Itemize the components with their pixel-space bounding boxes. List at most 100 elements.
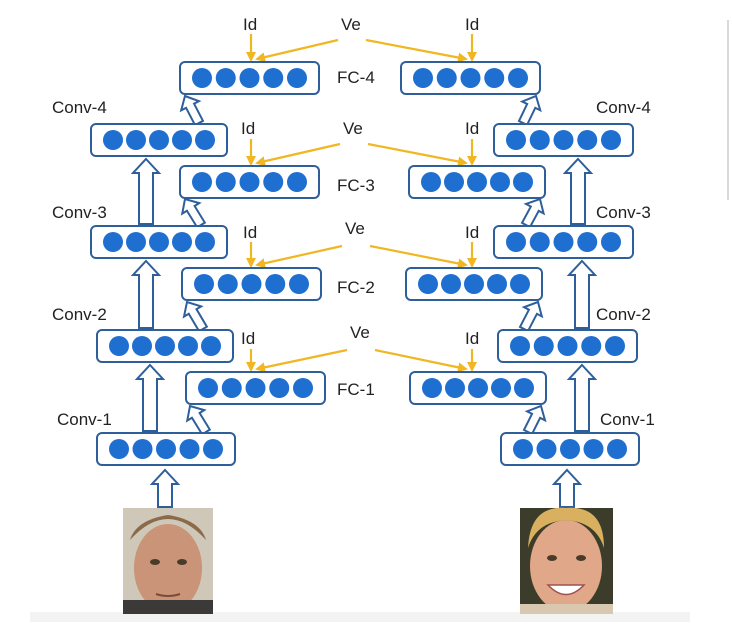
neuron-node [293,378,313,398]
neuron-node [178,336,198,356]
layer-fc4-left [179,61,320,95]
neuron-node [265,274,286,294]
neuron-node [239,68,260,88]
neuron-node [460,68,481,88]
layer-fc1-right [409,371,547,405]
arrow-input-left [149,468,181,508]
id-label-top-right: Id [465,15,479,34]
layers-group [90,61,640,466]
face-photo-right [520,507,613,614]
neuron-node [195,232,215,252]
fc4-label: FC-4 [337,68,375,87]
layer-conv4-right [493,123,634,157]
arrow-conv1-conv2-left [134,363,166,432]
neuron-node [553,232,574,252]
neuron-node [192,68,212,88]
text-labels: Id Ve Id FC-4 Conv-4 Conv-4 Id Ve Id FC-… [52,15,655,429]
arrow-conv3-fc3-right-shape [520,197,546,229]
neuron-node [215,68,236,88]
neuron-node [192,172,212,192]
neuron-node [513,172,533,192]
neuron-node [553,130,574,150]
neuron-node [215,172,236,192]
ve-signal-arrow-left-fc1 [255,348,348,373]
neuron-node [263,172,284,192]
layer-conv3-left [90,225,228,259]
layer-fc4-right [400,61,541,95]
face-left-mouth [155,593,181,597]
id-label-row3-right: Id [465,223,479,242]
arrow-conv2-conv3-right [566,259,598,329]
neuron-node [605,336,625,356]
arrow-conv3-fc3-right [520,197,546,229]
neuron-node [239,172,260,192]
ve-signal-arrow-right-fc4 [365,38,468,63]
face-right-eye-left [547,555,557,561]
layer-conv2-right [497,329,638,363]
face-left-shirt [123,600,213,614]
neuron-node [508,68,528,88]
neuron-node [287,68,307,88]
signal-arrows-group [246,34,477,373]
conv4-label-left: Conv-4 [52,98,107,117]
neuron-node [468,378,488,398]
neuron-node [583,439,604,459]
neuron-node [484,68,505,88]
neuron-node [203,439,223,459]
neuron-node [491,378,511,398]
neuron-node [103,130,123,150]
id-label-top-left: Id [243,15,257,34]
neuron-node [506,130,526,150]
neuron-node [607,439,627,459]
neuron-node [510,274,530,294]
neuron-node [172,130,192,150]
id-label-row4-left: Id [241,329,255,348]
ve-signal-arrow-right-fc1 [374,348,468,373]
neuron-node [179,439,200,459]
neuron-node [421,172,441,192]
face-right-mouth [546,584,586,596]
neuron-node [581,336,602,356]
neuron-node [533,336,554,356]
face-right-hair [528,507,604,548]
face-left-head [134,524,202,612]
arrow-conv4-fc4-right-shape [517,94,542,127]
arrows-group [130,94,598,508]
neuron-node [467,172,487,192]
fc2-label: FC-2 [337,278,375,297]
neuron-node [514,378,534,398]
arrow-conv3-conv4-right [562,157,594,225]
face-left-hair [130,515,206,540]
neuron-node [126,232,146,252]
layer-fc1-left [185,371,326,405]
arrow-conv1-fc1-left-shape [185,404,212,436]
layer-conv1-right [500,432,640,466]
conv4-label-right: Conv-4 [596,98,651,117]
neuron-node [194,274,214,294]
layer-conv1-left [96,432,236,466]
arrow-conv3-conv4-left [130,157,162,225]
neuron-node [441,274,461,294]
arrow-conv4-fc4-right [517,94,542,127]
arrow-conv2-fc2-left [182,300,209,333]
face-left-eye-left [150,559,160,565]
neuron-node [195,130,215,150]
ve-signal-arrow-left-fc3 [255,142,341,167]
id-label-row4-right: Id [465,329,479,348]
arrow-input-right [551,468,583,508]
ve-label-row2: Ve [343,119,363,138]
neuron-node [418,274,438,294]
neuron-node [126,130,146,150]
layer-fc3-right [408,165,546,199]
layer-conv3-right [493,225,634,259]
arrow-conv3-fc3-left-shape [180,197,207,229]
face-left-eye-right [177,559,187,565]
neuron-node [155,336,175,356]
neuron-node [109,336,129,356]
ve-label-row3: Ve [345,219,365,238]
neuron-node [103,232,123,252]
neuron-node [601,232,621,252]
neuron-node [422,378,442,398]
baseline-shadow [30,612,690,622]
